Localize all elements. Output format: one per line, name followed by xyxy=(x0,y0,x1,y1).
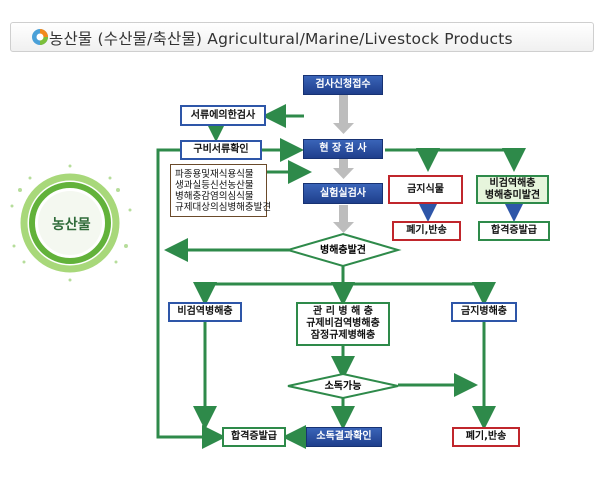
disinfection-diamond xyxy=(287,372,399,400)
pest-found-diamond xyxy=(284,232,402,268)
managed-pest-title: 관 리 병 해 충 xyxy=(313,306,373,317)
lab-inspection-node: 실험실검사 xyxy=(303,183,383,204)
disposal-return-bottom-node: 폐기,반송 xyxy=(452,427,520,447)
target-item: 파종용및재식용식물 xyxy=(175,168,254,180)
circle-label: 농산물 xyxy=(52,217,91,233)
managed-pest-item: 잠정규제병해충 xyxy=(310,330,376,341)
site-inspection-node: 현 장 검 사 xyxy=(303,139,383,159)
target-item: 생과실등신선농산물 xyxy=(175,179,254,191)
no-pest-label: 병해충미발견 xyxy=(484,189,541,201)
non-quarantine-node: 비검역해충 병해충미발견 xyxy=(476,175,549,204)
pest-found-label: 병해충발견 xyxy=(320,244,366,256)
target-item: 병해충감염의심식물 xyxy=(175,190,254,202)
disinfection-possible-label: 소독가능 xyxy=(324,380,362,392)
disposal-return-top-node: 폐기,반송 xyxy=(392,221,461,241)
disinfection-check-node: 소독결과확인 xyxy=(306,427,382,447)
managed-pest-item: 규제비검역병해충 xyxy=(306,318,380,329)
target-item: 규제대상의심병해충발견 xyxy=(175,201,272,213)
target-list-node: 파종용및재식용식물 생과실등신선농산물 병해충감염의심식물 규제대상의심병해충발… xyxy=(170,164,271,217)
managed-pest-node: 관 리 병 해 충 규제비검역병해충 잠정규제병해충 xyxy=(296,302,390,346)
produce-circle xyxy=(10,164,132,282)
logo-icon xyxy=(32,29,48,45)
prohibited-pest-node: 금지병해충 xyxy=(451,302,517,322)
page-title: 농산물 (수산물/축산물) Agricultural/Marine/Livest… xyxy=(49,30,513,48)
non-quarantine-label: 비검역해충 xyxy=(489,177,536,189)
pass-certificate-bottom-node: 합격증발급 xyxy=(222,427,286,447)
document-check-node: 구비서류확인 xyxy=(180,140,262,160)
prohibited-plants-node: 금지식물 xyxy=(388,175,463,204)
pass-certificate-top-node: 합격증발급 xyxy=(478,221,550,241)
title-bar: 농산물 (수산물/축산물) Agricultural/Marine/Livest… xyxy=(10,22,594,52)
inspection-request-node: 검사신청접수 xyxy=(303,75,383,95)
document-inspection-node: 서류에의한검사 xyxy=(180,105,266,126)
non-quarantine-pest-node: 비검역병해충 xyxy=(168,302,242,322)
